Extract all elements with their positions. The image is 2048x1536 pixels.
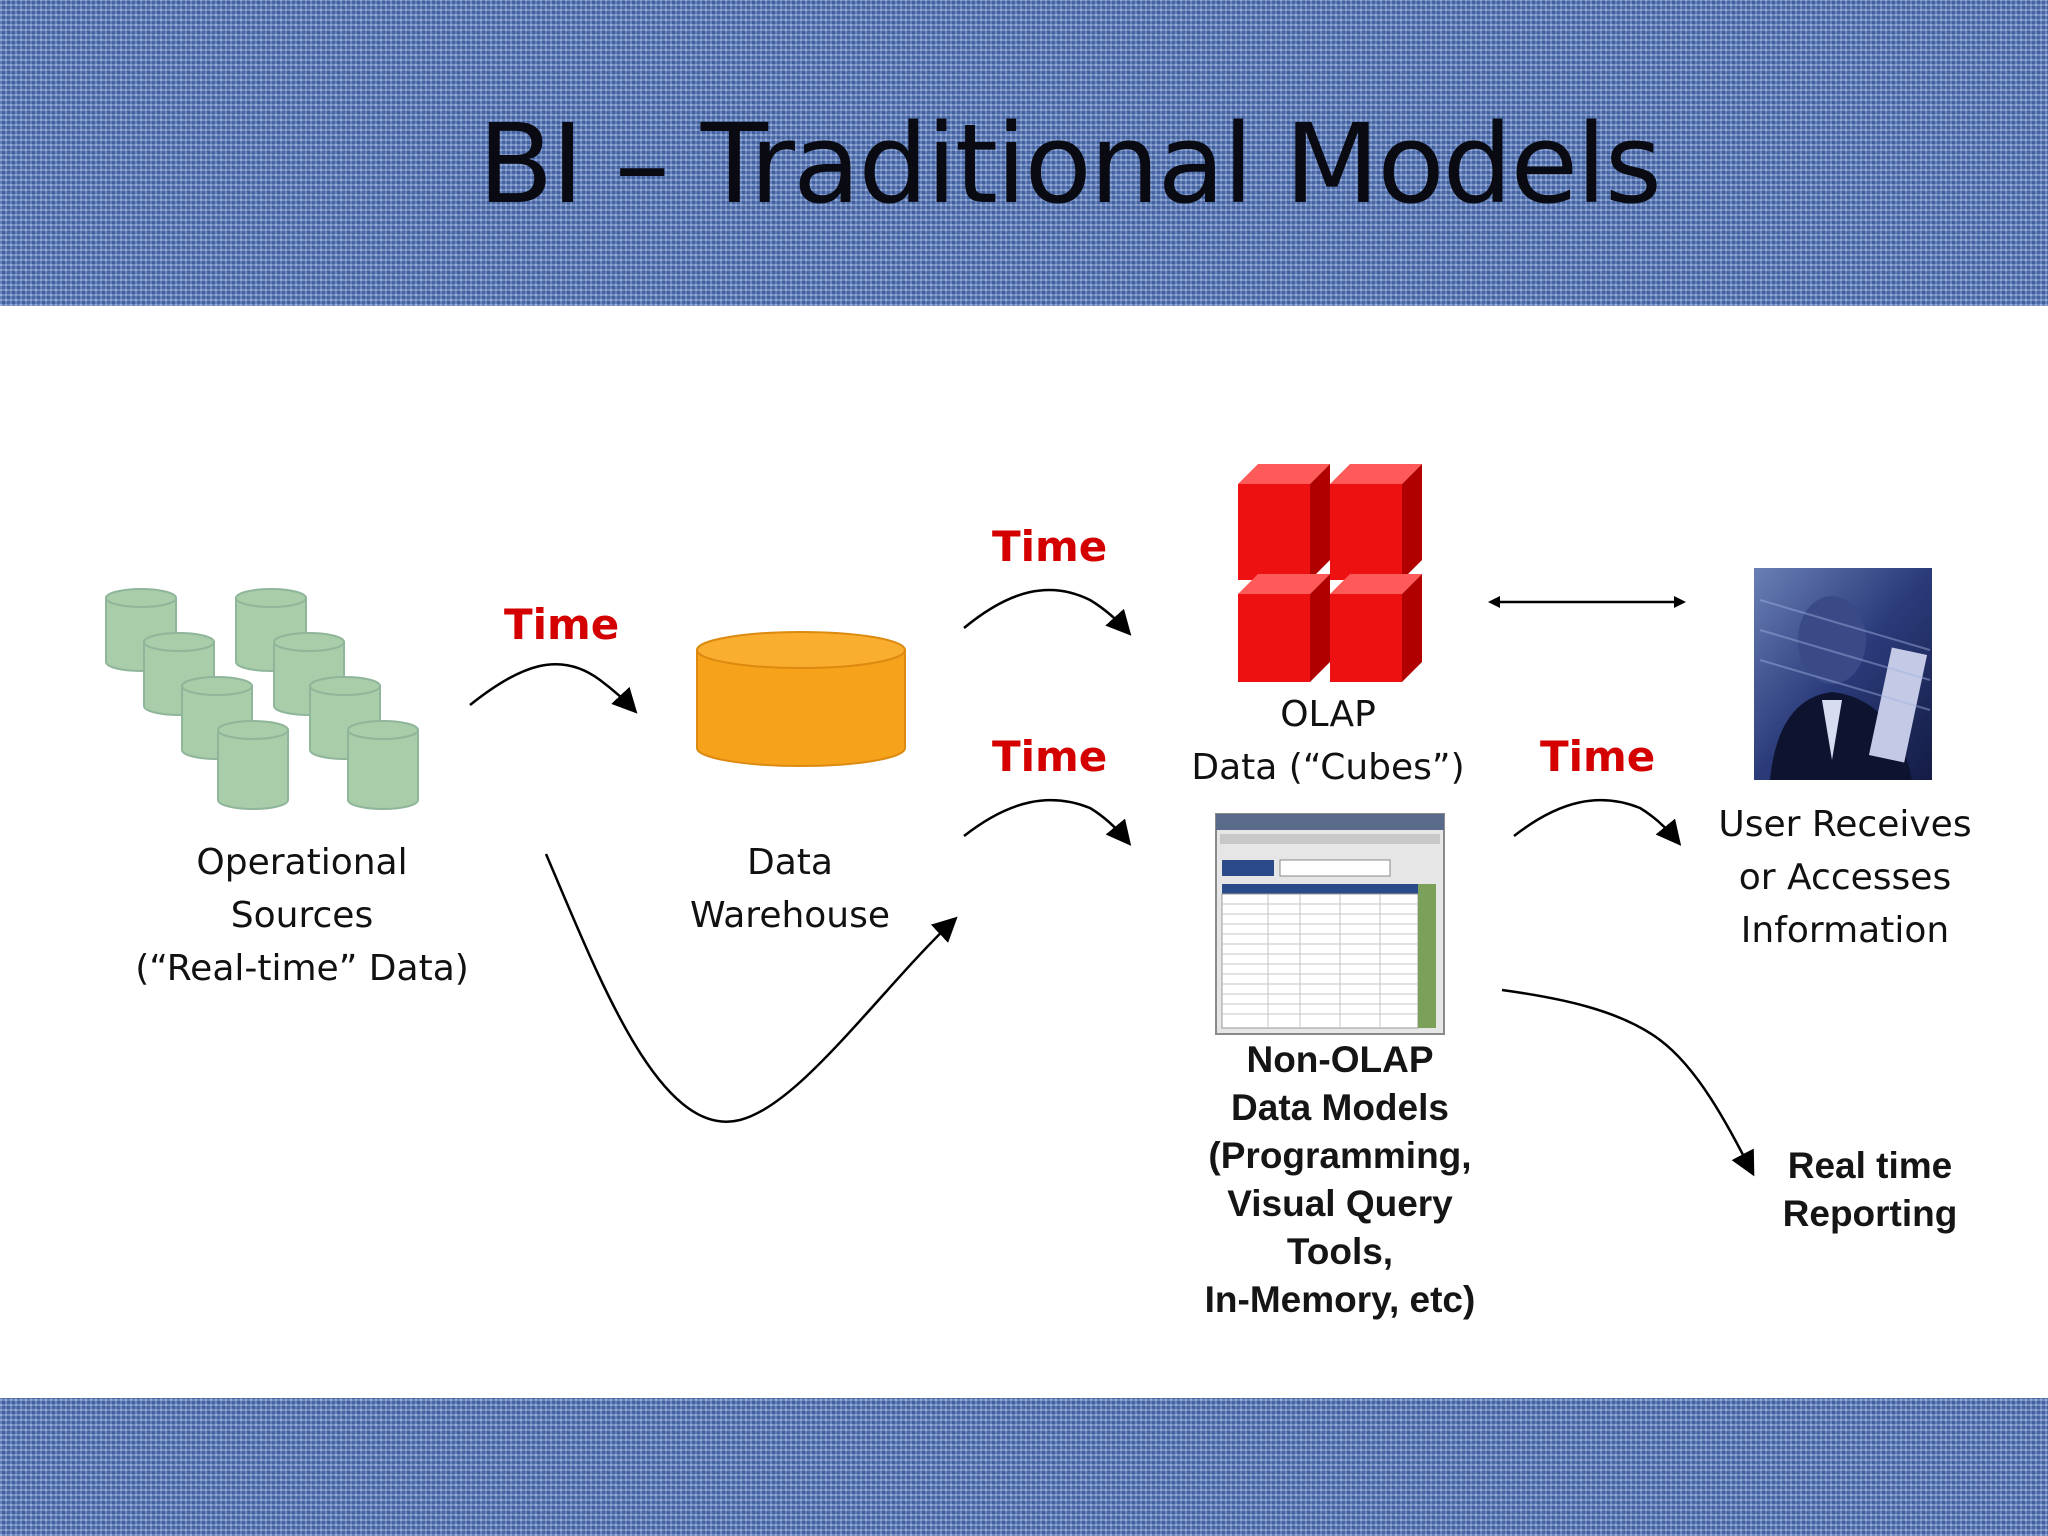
arrow-warehouse-to-nonolap [963, 798, 1132, 846]
non-olap-label: Non-OLAP Data Models (Programming, Visua… [1204, 1039, 1476, 1320]
time-label: Time [992, 732, 1108, 781]
footer-band [0, 1398, 2048, 1536]
time-label: Time [992, 522, 1108, 571]
data-warehouse-icon [696, 631, 906, 767]
header-band [0, 0, 2048, 306]
real-time-reporting-label: Real time Reporting [1782, 1145, 1958, 1234]
data-warehouse-label: Data Warehouse [689, 842, 891, 936]
arrow-nonolap-to-realtime [1501, 988, 1755, 1177]
cube-icon [1330, 574, 1422, 682]
time-label: Time [504, 600, 620, 649]
cube-icon [1238, 464, 1330, 580]
olap-cube-icon [1238, 464, 1422, 682]
arrow-operational-to-nonolap [544, 853, 958, 1123]
olap-label: OLAP Data (“Cubes”) [1191, 694, 1465, 788]
cube-icon [1330, 464, 1422, 580]
arrow-nonolap-to-user [1513, 798, 1682, 846]
user-receives-label: User Receives or Accesses Information [1718, 804, 1972, 951]
operational-sources-label: Operational Sources (“Real-time” Data) [135, 842, 469, 989]
arrow-warehouse-to-olap [963, 588, 1132, 636]
database-cylinder-icon [217, 720, 289, 810]
businessman-photo-icon [1754, 568, 1932, 780]
database-cylinder-icon [347, 720, 419, 810]
operational-sources-icon [105, 588, 419, 810]
cube-icon [1238, 574, 1330, 682]
slide-title: BI – Traditional Models [477, 100, 1662, 228]
spreadsheet-screenshot-icon [1215, 813, 1445, 1035]
time-label: Time [1540, 732, 1656, 781]
arrow-operational-to-warehouse [469, 662, 638, 714]
